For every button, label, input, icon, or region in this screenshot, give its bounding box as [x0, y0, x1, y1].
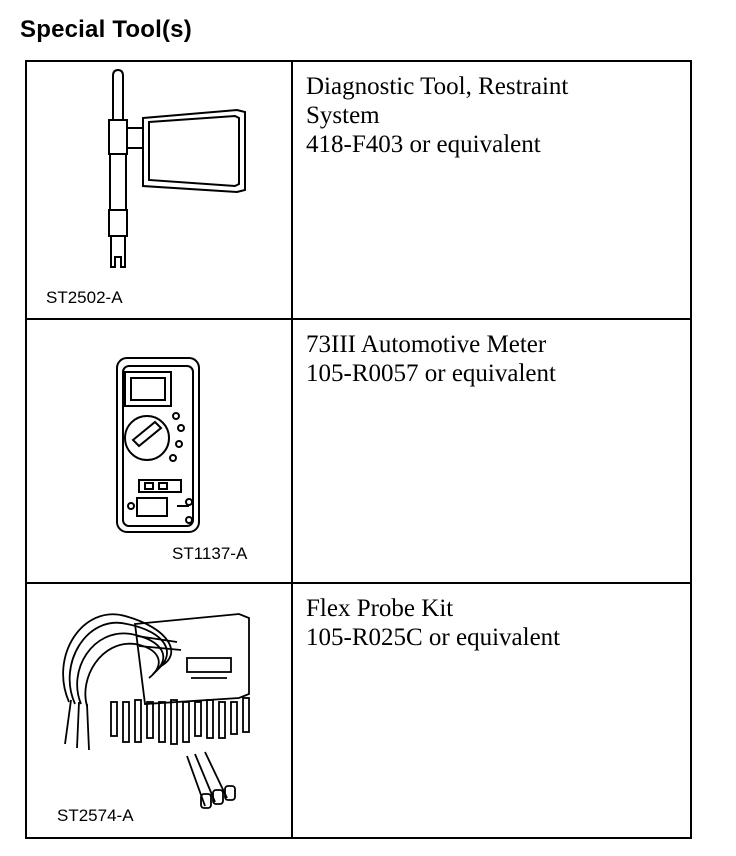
tool-part-number: 105-R025C or equivalent [306, 624, 561, 651]
tool-description: Flex Probe Kit 105-R025C or equivalent [293, 584, 690, 839]
restraint-diagnostic-tool-icon [108, 68, 246, 268]
tool-row: ST1137-A 73III Automotive Meter 105-R005… [27, 320, 690, 584]
special-tools-table: ST2502-A Diagnostic Tool, Restraint Syst… [25, 60, 692, 839]
tool-name-line: Flex Probe Kit [306, 595, 454, 622]
tool-image-cell: ST1137-A [27, 320, 293, 582]
flex-probe-kit-icon [62, 613, 250, 809]
tool-row: ST2502-A Diagnostic Tool, Restraint Syst… [27, 62, 690, 320]
tool-name-line: 73III Automotive Meter [306, 331, 547, 358]
tool-part-number: 105-R0057 or equivalent [306, 360, 556, 387]
tool-name-line: System [306, 102, 380, 129]
tool-code: ST1137-A [172, 544, 248, 563]
tool-code: ST2574-A [57, 806, 134, 825]
tool-image-cell: ST2502-A [27, 62, 293, 318]
automotive-meter-icon [116, 357, 200, 533]
tool-name-line: Diagnostic Tool, Restraint [306, 73, 569, 100]
tool-row: ST2574-A Flex Probe Kit 105-R025C or equ… [27, 584, 690, 839]
tool-part-number: 418-F403 or equivalent [306, 131, 541, 158]
tool-image-cell: ST2574-A [27, 584, 293, 839]
tool-description: Diagnostic Tool, Restraint System 418-F4… [293, 62, 690, 318]
tool-description: 73III Automotive Meter 105-R0057 or equi… [293, 320, 690, 582]
tool-code: ST2502-A [46, 288, 123, 307]
page-title: Special Tool(s) [20, 16, 192, 43]
